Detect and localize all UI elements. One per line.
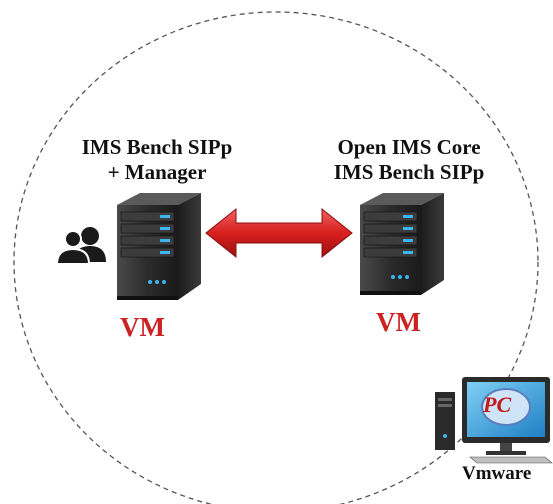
left-host-line1: IMS Bench SIPp (81, 135, 233, 159)
desktop-pc-icon (435, 377, 553, 464)
right-host-line1: Open IMS Core (337, 135, 481, 159)
server-icon (117, 193, 201, 300)
pc-screen-text: PC (483, 392, 512, 417)
right-vm-label: VM (376, 307, 421, 337)
left-vm-label: VM (120, 312, 165, 342)
right-host-line2: IMS Bench SIPp (333, 160, 485, 184)
left-host-line2: + Manager (107, 160, 207, 184)
double-arrow-icon (205, 207, 353, 259)
boundary-circle (13, 11, 539, 504)
server-icon (360, 193, 444, 295)
right-host-label: Open IMS Core IMS Bench SIPp (314, 135, 504, 185)
vmware-label: Vmware (462, 463, 532, 484)
left-host-label: IMS Bench SIPp + Manager (62, 135, 252, 185)
users-icon (55, 227, 106, 265)
